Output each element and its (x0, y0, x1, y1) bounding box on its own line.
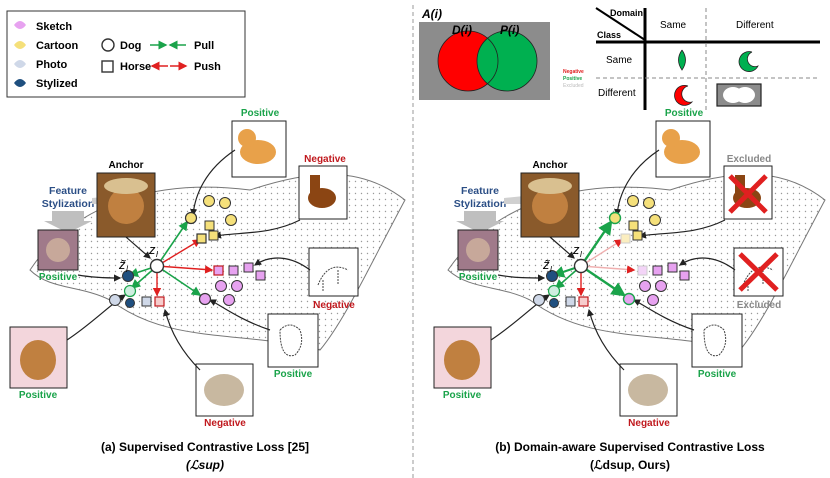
anchor-point-b (573, 258, 589, 274)
label-negative-horse-a: Negative (304, 154, 346, 165)
sketch-swatch-icon (14, 21, 26, 29)
sketch-horse-image (308, 247, 359, 297)
legend-sketch: Sketch (36, 21, 72, 33)
svg-text:Stylization: Stylization (454, 198, 507, 210)
venn-left-label: D(i) (452, 23, 472, 37)
stylized-point-a (122, 270, 134, 282)
legend-dog: Dog (120, 40, 141, 52)
anchor-label-a: Anchor (109, 160, 144, 171)
stylized-swatch-icon (14, 79, 26, 87)
label-negative-sketch-a: Negative (313, 300, 355, 311)
stylization-label-line1-a: Feature (49, 185, 87, 197)
red-crescent-icon (674, 85, 694, 106)
stylization-down-arrow (44, 211, 92, 233)
svg-text:l: l (580, 250, 582, 259)
label-positive-stylized-a: Positive (39, 272, 78, 283)
svg-text:Positive: Positive (443, 390, 482, 401)
label-positive-photo-a: Positive (19, 390, 58, 401)
matrix-row-different: Different (598, 88, 636, 99)
svg-text:z: z (572, 242, 580, 257)
stylization-label-line2-a: Stylization (42, 198, 95, 210)
label-positive-cartoon-a: Positive (241, 108, 280, 119)
svg-text:z: z (148, 242, 156, 257)
excluded-cross-icon (728, 174, 768, 214)
caption-a-line1: (a) Supervised Contrastive Loss [25] (100, 440, 310, 454)
matrix-class-header: Class (597, 30, 621, 40)
svg-text:Positive: Positive (665, 108, 704, 119)
dog-circle-icon (101, 38, 115, 52)
green-crescent-icon (738, 51, 759, 72)
label-positive-sketch-a: Positive (274, 369, 313, 380)
svg-text:Positive: Positive (459, 272, 498, 283)
domain-class-matrix: Domain Class Same Different Same Differe… (595, 7, 820, 110)
cartoon-swatch-icon (14, 41, 26, 49)
legend-horse: Horse (120, 61, 151, 73)
venn-key-positive: Positive (563, 76, 582, 82)
excluded-cross-icon-2 (738, 252, 779, 292)
label-negative-photo-a: Negative (204, 418, 246, 429)
matrix-col-same: Same (660, 20, 687, 31)
venn-right-label: P(i) (500, 23, 519, 37)
caption-b-line1: (b) Domain-aware Supervised Contrastive … (495, 440, 765, 454)
venn-diagram: A(i) D(i) P(i) Negative Positive Exclude… (419, 7, 584, 100)
label-excluded-sketch-b: Excluded (737, 300, 781, 311)
photo-swatch-icon (14, 60, 26, 68)
matrix-row-same: Same (606, 55, 633, 66)
svg-text:Feature: Feature (461, 185, 499, 197)
svg-text:z̃: z̃ (118, 257, 126, 272)
svg-text:l: l (156, 250, 158, 259)
svg-text:z̃: z̃ (542, 257, 550, 272)
matrix-col-different: Different (736, 20, 774, 31)
svg-text:l: l (550, 265, 552, 274)
green-lens-icon (678, 49, 686, 71)
svg-text:Positive: Positive (698, 369, 737, 380)
legend-stylized: Stylized (36, 78, 78, 90)
sketch-dog-image (267, 313, 319, 368)
matrix-domain-header: Domain (610, 8, 643, 18)
svg-text:l: l (126, 265, 128, 274)
label-excluded-horse-b: Excluded (727, 154, 771, 165)
panel-a-diagram: Feature Stylization Anchor Positive Nega… (9, 108, 406, 429)
horse-square-icon (101, 60, 114, 73)
venn-title: A(i) (421, 7, 442, 21)
legend-pull: Pull (194, 40, 214, 52)
venn-key-excluded: Excluded (563, 83, 584, 89)
venn-positive-circle (476, 30, 538, 92)
legend-push: Push (194, 61, 221, 73)
legend-cartoon: Cartoon (36, 40, 78, 52)
panel-b-diagram: Feature Stylization Anchor Positive Excl… (433, 108, 826, 429)
anchor-point-a (149, 258, 165, 274)
legend: Sketch Cartoon Photo Stylized Dog Horse … (6, 10, 246, 98)
svg-text:Anchor: Anchor (533, 160, 568, 171)
caption-a-line2: (ℒsup) (186, 458, 224, 472)
caption-b-line2: (ℒdsup, Ours) (590, 458, 670, 472)
svg-text:Negative: Negative (628, 418, 670, 429)
cartoon-dog-point (184, 211, 198, 225)
legend-photo: Photo (36, 59, 67, 71)
venn-key-negative: Negative (563, 69, 584, 75)
